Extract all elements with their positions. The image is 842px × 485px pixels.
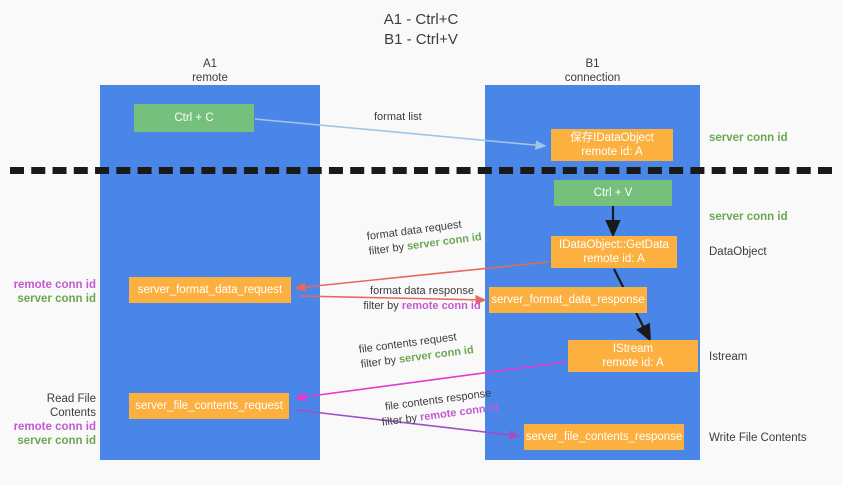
box-idataobject-getdata-remote-id: remote id: A	[583, 253, 645, 265]
title-line-1: A1 - Ctrl+C	[383, 11, 459, 28]
lane-b1-title: B1	[585, 58, 600, 70]
left-label-remote-conn-id-2: remote conn id	[13, 421, 96, 433]
filter-value-remote-conn-id: remote conn id	[401, 300, 481, 312]
box-server-file-contents-response[interactable]: server_file_contents_response	[524, 424, 684, 450]
left-label-server-conn-id-2: server conn id	[17, 435, 96, 447]
box-ctrl-c[interactable]: Ctrl + C	[134, 104, 254, 132]
filter-prefix: filter by	[363, 300, 402, 312]
lane-b1-subtitle: connection	[564, 72, 621, 84]
right-label-write-file-contents: Write File Contents	[709, 432, 807, 444]
left-label-group-format: remote conn id server conn id	[0, 278, 96, 306]
box-idataobject-getdata[interactable]: IDataObject::GetData remote id: A	[551, 236, 677, 268]
filter-prefix: filter by	[360, 353, 400, 371]
left-label-server-conn-id-1: server conn id	[17, 293, 96, 305]
right-label-dataobject: DataObject	[709, 246, 767, 258]
phase-divider	[10, 167, 832, 174]
right-label-server-conn-id-1: server conn id	[709, 132, 788, 144]
box-istream-label: IStream	[612, 343, 654, 355]
left-label-read-file-contents: Read File Contents	[46, 393, 96, 419]
right-label-server-conn-id-2: server conn id	[709, 211, 788, 223]
box-save-idataobject[interactable]: 保存IDataObject remote id: A	[551, 129, 673, 161]
box-istream[interactable]: IStream remote id: A	[568, 340, 698, 372]
annotation-file-contents-request: file contents request filter by server c…	[358, 328, 475, 373]
box-ctrl-c-label: Ctrl + C	[174, 112, 214, 124]
annotation-format-data-response-main: format data response	[370, 285, 474, 297]
box-ctrl-v-label: Ctrl + V	[593, 187, 633, 199]
filter-prefix: filter by	[368, 240, 408, 258]
annotation-format-list: format list	[374, 111, 422, 123]
lane-a1-title: A1	[202, 58, 218, 70]
lane-b1-header: B1 connection	[485, 57, 700, 85]
annotation-format-data-response-filter: filter by remote conn id	[337, 299, 507, 314]
box-server-format-data-request[interactable]: server_format_data_request	[129, 277, 291, 303]
left-label-group-file: Read File Contents remote conn id server…	[0, 392, 96, 448]
left-label-remote-conn-id-1: remote conn id	[13, 279, 96, 291]
right-label-istream: Istream	[709, 351, 748, 363]
lane-a1-subtitle: remote	[192, 72, 228, 84]
title-line-2: B1 - Ctrl+V	[384, 31, 458, 48]
annotation-format-data-response: format data response filter by remote co…	[337, 284, 507, 314]
filter-prefix: filter by	[381, 411, 421, 429]
box-server-format-data-response[interactable]: server_format_data_response	[489, 287, 647, 313]
box-server-file-contents-request-label: server_file_contents_request	[135, 400, 283, 412]
box-save-idataobject-remote-id: remote id: A	[581, 146, 643, 158]
box-server-format-data-request-label: server_format_data_request	[137, 284, 283, 296]
box-istream-remote-id: remote id: A	[602, 357, 664, 369]
box-save-idataobject-label: 保存IDataObject	[570, 132, 654, 144]
box-server-format-data-response-label: server_format_data_response	[491, 294, 645, 306]
annotation-format-data-request: format data request filter by server con…	[366, 215, 483, 260]
box-ctrl-v[interactable]: Ctrl + V	[554, 180, 672, 206]
box-server-file-contents-request[interactable]: server_file_contents_request	[129, 393, 289, 419]
page-title: A1 - Ctrl+C B1 - Ctrl+V	[0, 10, 842, 50]
lane-a1-header: A1 remote	[100, 57, 320, 85]
box-idataobject-getdata-label: IDataObject::GetData	[559, 239, 669, 251]
box-server-file-contents-response-label: server_file_contents_response	[525, 431, 683, 443]
